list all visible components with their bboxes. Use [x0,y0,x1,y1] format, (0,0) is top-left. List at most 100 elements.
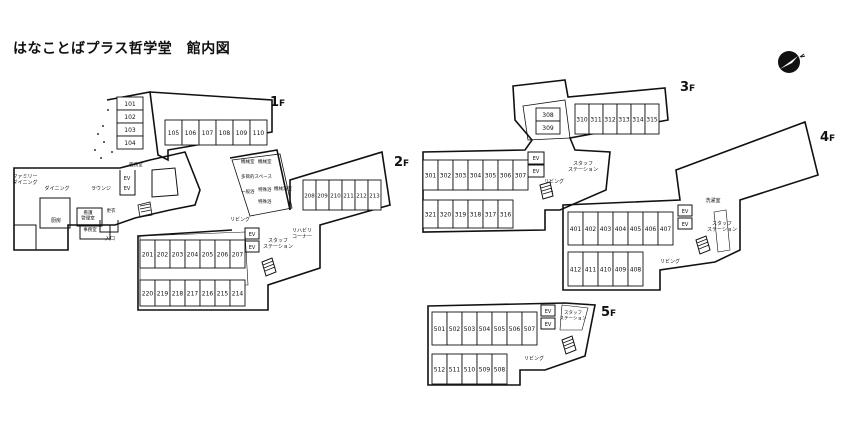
room-number-209: 209 [317,194,328,200]
room-number-512: 512 [434,367,446,374]
floor-4f-plan [562,120,819,291]
room-number-510: 510 [464,367,476,374]
room-number-102: 102 [124,114,136,121]
room-number-303: 303 [455,173,467,180]
garden-dot [102,125,104,127]
floor-label-5f: 5F [601,305,617,320]
room-number-106: 106 [185,130,197,137]
facility-label: 多目的スペース [241,173,272,180]
room-number-405: 405 [630,226,642,233]
room-316 [497,199,514,229]
area-dining: ダイニング [44,185,69,192]
area-office: 事務室 [83,226,97,233]
area-staff-station: スタッフ [573,160,593,167]
floor-label-4f: 4F [820,130,836,145]
area-medical: 医務室 [129,161,143,168]
area-rehab-corner: リハビリ [292,227,312,234]
room-number-210: 210 [330,194,341,200]
room-315 [644,103,660,135]
elevator-label: EV [545,309,552,315]
room-number-306: 306 [500,173,512,180]
room-number-411: 411 [585,267,597,274]
room-number-207: 207 [232,252,244,259]
area-entrance: 入口 [105,236,115,242]
garden-dot [94,149,96,151]
facility-label: 機械浴室 [274,185,292,192]
room-213 [367,179,382,211]
room-number-503: 503 [464,326,476,333]
room-214 [229,279,246,307]
room-number-104: 104 [124,140,136,147]
room-307 [512,159,529,191]
area-living: リビング [230,216,250,223]
floor-5f-plan [427,302,596,386]
area-changing: 更衣 [107,207,116,214]
room-number-201: 201 [142,252,154,259]
room-number-211: 211 [343,194,354,200]
room-number-412: 412 [570,267,582,274]
area-nurse-manager: 看護 [84,209,93,216]
room-number-203: 203 [172,252,184,259]
room-number-408: 408 [630,267,642,274]
floor-label-3f: 3F [680,80,696,95]
area-lounge: ラウンジ [91,185,111,192]
room-number-407: 407 [660,226,672,233]
room-number-502: 502 [449,326,461,333]
room-number-204: 204 [187,252,199,259]
room-110 [249,119,268,146]
room-number-110: 110 [253,130,265,137]
room-number-309: 309 [542,125,554,132]
garden-dot [111,151,113,153]
facility-label: 機械室 [241,158,255,165]
room-number-107: 107 [202,130,214,137]
room-number-301: 301 [425,173,437,180]
room-number-108: 108 [219,130,231,137]
area-nurse-manager: 管理室 [81,215,95,222]
room-number-304: 304 [470,173,482,180]
room-number-208: 208 [304,194,315,200]
floor-2f-plan [137,149,391,311]
room-number-217: 217 [187,291,199,298]
room-309 [535,120,561,135]
room-number-507: 507 [524,326,536,333]
area-staff-station: ステーション [263,244,293,250]
room-number-302: 302 [440,173,452,180]
facility-label: 一般浴 [241,188,255,195]
facility-label: 機械室 [258,158,272,165]
room-number-305: 305 [485,173,497,180]
room-104 [116,135,144,150]
room-number-316: 316 [500,212,512,219]
garden-dot [103,141,105,143]
room-number-214: 214 [232,291,244,298]
area-family-dining: ファミリー [12,174,37,180]
elevator-label: EV [533,156,540,162]
room-number-504: 504 [479,326,491,333]
room-number-404: 404 [615,226,627,233]
room-number-308: 308 [542,112,554,119]
room-number-219: 219 [157,291,169,298]
garden-dot [107,109,109,111]
room-508 [491,353,508,385]
room-number-109: 109 [236,130,248,137]
elevator-label: EV [682,222,689,228]
room-number-505: 505 [494,326,506,333]
room-number-318: 318 [470,212,482,219]
room-number-103: 103 [124,127,136,134]
room-number-105: 105 [168,130,180,137]
north-arrow-icon [778,51,806,73]
facility-label: 特殊浴 [258,198,272,205]
room-number-218: 218 [172,291,184,298]
room-number-508: 508 [494,367,506,374]
room-number-310: 310 [576,117,588,124]
room-number-215: 215 [217,291,229,298]
area-staff-station: ステーション [560,316,587,322]
room-number-311: 311 [590,117,602,124]
room-number-409: 409 [615,267,627,274]
area-staff-station: スタッフ [564,309,582,316]
garden-dot [97,133,99,135]
room-number-220: 220 [142,291,154,298]
room-number-406: 406 [645,226,657,233]
room-number-509: 509 [479,367,491,374]
area-staff-station: スタッフ [268,237,288,244]
